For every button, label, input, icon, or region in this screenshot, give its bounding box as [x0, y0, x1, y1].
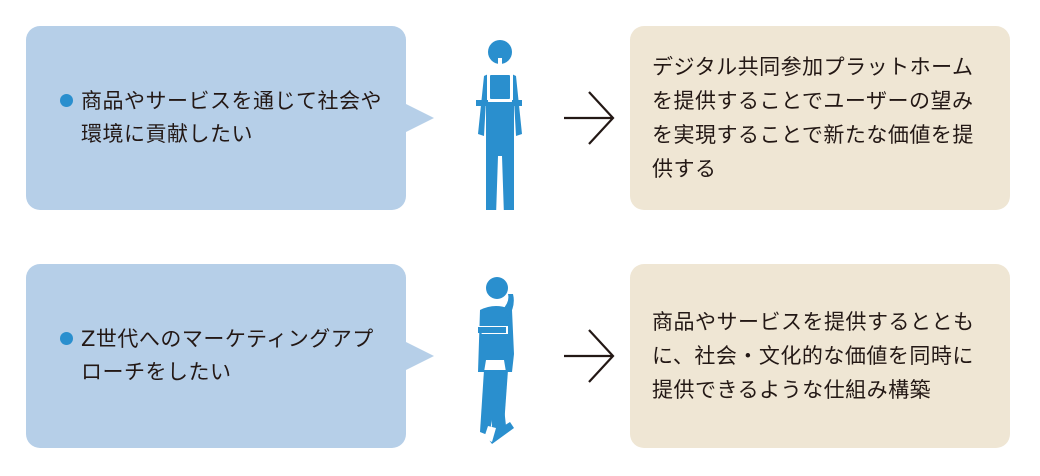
- person-thinking-leaning-icon: [476, 277, 514, 444]
- person-standing-holding-tablet-icon: [476, 40, 522, 210]
- solution-text: 商品やサービスを提供するとともに、社会・文化的な価値を同時に提供できるような仕組…: [652, 310, 975, 402]
- need-text-container: 商品やサービスを通じて社会や環境に貢献したい: [60, 85, 384, 151]
- solution-text: デジタル共同参加プラットホームを提供することでユーザーの望みを実現することで新た…: [652, 55, 974, 181]
- row-1: 商品やサービスを通じて社会や環境に貢献したい デジタル共同参加プラットホームを提…: [0, 26, 1040, 210]
- need-text-container: Z世代へのマーケティングアプローチをしたい: [60, 323, 384, 389]
- solution-box: 商品やサービスを提供するとともに、社会・文化的な価値を同時に提供できるような仕組…: [630, 264, 1010, 448]
- bullet-dot-icon: [60, 332, 73, 345]
- need-speech-bubble: Z世代へのマーケティングアプローチをしたい: [26, 264, 434, 448]
- bullet-dot-icon: [60, 94, 73, 107]
- arrow-right-icon: [564, 91, 615, 145]
- need-text: 商品やサービスを通じて社会や環境に貢献したい: [81, 89, 382, 146]
- row-2: Z世代へのマーケティングアプローチをしたい 商品やサービスを提供するとともに、社…: [0, 264, 1040, 448]
- arrow-right-icon: [564, 329, 615, 383]
- need-speech-bubble: 商品やサービスを通じて社会や環境に貢献したい: [26, 26, 434, 210]
- solution-box: デジタル共同参加プラットホームを提供することでユーザーの望みを実現することで新た…: [630, 26, 1010, 210]
- need-text: Z世代へのマーケティングアプローチをしたい: [81, 327, 374, 384]
